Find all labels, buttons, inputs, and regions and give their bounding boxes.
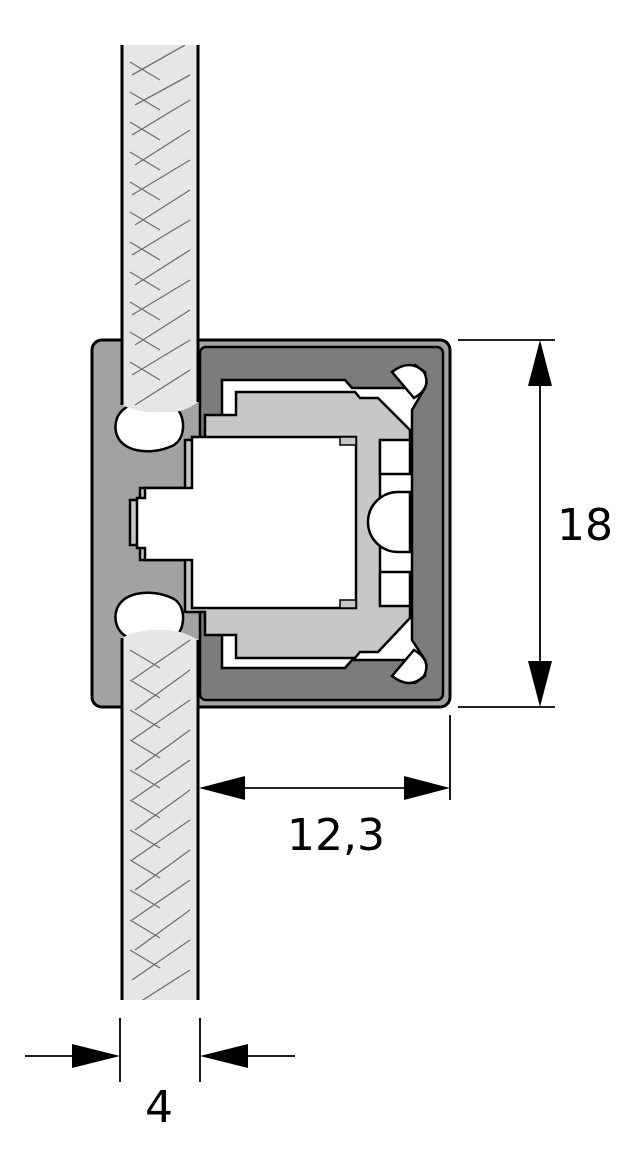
dimension-depth: 12,3 — [199, 715, 451, 861]
right-slot-lower — [378, 570, 412, 608]
arrowhead-thickness-left — [72, 1044, 120, 1068]
dimension-panel-thickness: 4 — [25, 1018, 295, 1133]
arrowhead-thickness-right — [200, 1044, 248, 1068]
arrowhead-depth-right — [404, 776, 450, 800]
dimension-label-panel-thickness: 4 — [145, 1082, 173, 1133]
arrowhead-height-bottom — [528, 661, 552, 707]
arrowhead-depth-left — [199, 776, 245, 800]
arrowhead-height-top — [528, 340, 552, 386]
panel-top — [120, 45, 200, 413]
chamber-notch-top — [339, 436, 357, 446]
dimension-label-depth: 12,3 — [287, 810, 385, 861]
right-slot-round — [366, 490, 412, 554]
dimension-label-height: 18 — [557, 500, 613, 551]
panel-bottom — [120, 629, 200, 1000]
chamber-notch-bottom — [339, 599, 357, 609]
corner-lobe-top-right — [390, 363, 428, 400]
corner-lobe-bottom-right — [390, 648, 428, 685]
gasket-pocket-top — [114, 400, 185, 453]
right-slot-upper — [378, 438, 412, 476]
dimension-height: 18 — [458, 339, 613, 708]
